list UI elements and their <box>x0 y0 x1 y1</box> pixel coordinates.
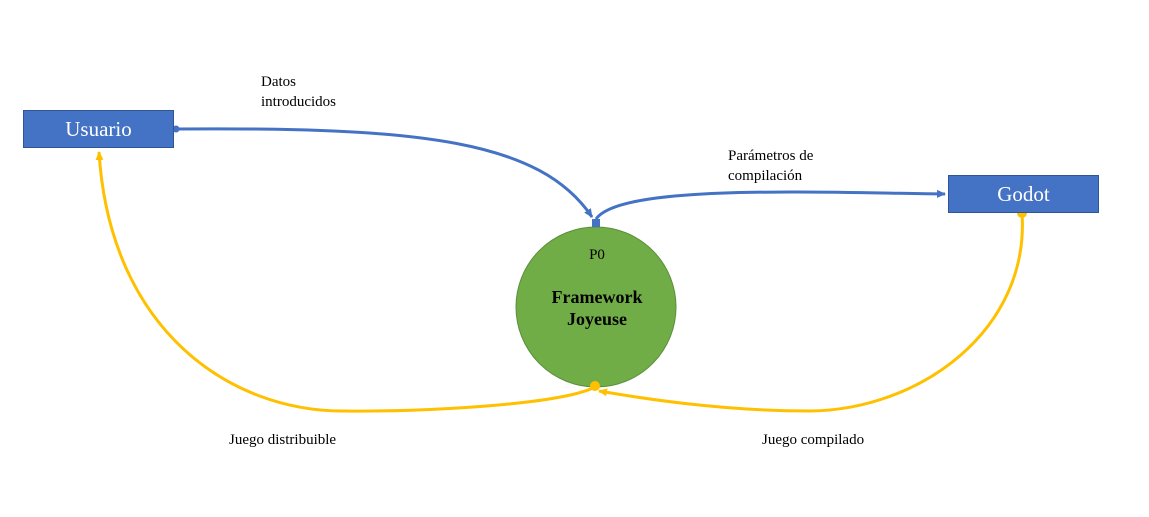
connector-dot-usuario <box>172 125 180 133</box>
flow-arrow-datos-introducidos <box>174 127 594 218</box>
entity-usuario-label: Usuario <box>65 116 132 141</box>
process-name: Framework Joyeuse <box>516 286 678 330</box>
label-parametros-line1: Parámetros de <box>728 148 814 164</box>
entity-godot: Godot <box>948 175 1099 213</box>
process-id: P0 <box>589 247 605 263</box>
label-datos-introducidos: Datos introducidos <box>261 72 336 112</box>
label-datos-line1: Datos <box>261 74 296 90</box>
label-datos-line2: introducidos <box>261 94 336 110</box>
label-parametros-line2: compilación <box>728 168 803 184</box>
flow-arrow-parametros-compilacion <box>594 189 946 220</box>
label-juego-distribuible: Juego distribuible <box>229 432 337 448</box>
label-parametros-compilacion: Parámetros de compilación <box>728 146 813 186</box>
label-juego-compilado: Juego compilado <box>762 432 865 448</box>
flow-arrow-juego-compilado <box>598 212 1024 413</box>
connector-square-process-top <box>592 219 600 227</box>
entity-usuario: Usuario <box>23 110 174 148</box>
entity-godot-label: Godot <box>997 181 1050 206</box>
process-name-line1: Framework <box>551 287 643 307</box>
process-name-line2: Joyeuse <box>567 309 627 329</box>
connector-dot-process-bottom <box>590 381 600 391</box>
flow-arrow-juego-distribuible <box>95 151 596 413</box>
